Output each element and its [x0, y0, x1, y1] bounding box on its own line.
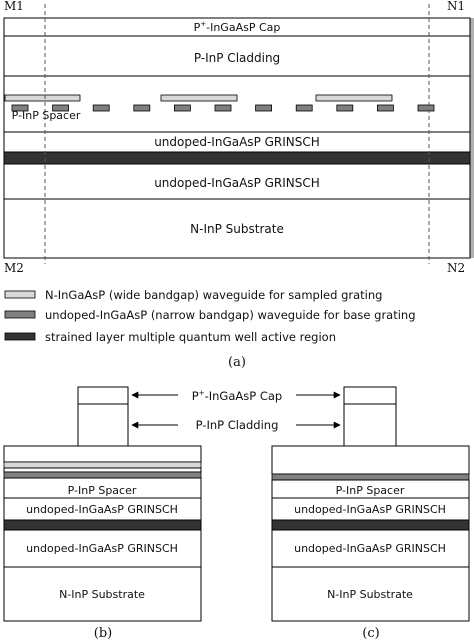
corner-label-n2: N2: [447, 261, 465, 275]
base-grating-tooth: [11, 104, 29, 112]
sampled-grating-segment: [4, 94, 81, 102]
base-grating-tooth: [417, 104, 435, 112]
base-grating-tooth: [173, 104, 191, 112]
legend-swatch-sampled-grating: [4, 290, 36, 299]
layer-label-substrate: N-InP Substrate: [190, 222, 284, 236]
layer-label-grinsch-upper: undoped-InGaAsP GRINSCH: [154, 135, 320, 149]
caption-c: (c): [362, 626, 379, 641]
layer-label-cap: P+-InGaAsP Cap: [194, 20, 281, 34]
panel-a: M1 N1 M2 N2 P+-InGaAsP Cap P-InP Claddin…: [3, 0, 474, 275]
layer-cladding: [3, 35, 471, 77]
layer-spacer: [3, 75, 471, 133]
c-ridge-cap: [343, 386, 397, 405]
layer-label-grinsch-lower: undoped-InGaAsP GRINSCH: [154, 176, 320, 190]
b-sampled-grating-layer: [3, 461, 202, 469]
b-ridge-cap: [77, 386, 129, 405]
caption-a: (a): [228, 355, 246, 370]
layer-label-spacer: P-InP Spacer: [12, 109, 81, 122]
legend: N-InGaAsP (wide bandgap) waveguide for s…: [4, 288, 416, 344]
c-active-region: [271, 519, 470, 531]
c-substrate: [271, 566, 470, 622]
b-upper-spacer: [3, 445, 202, 463]
c-label-grinsch-upper: undoped-InGaAsP GRINSCH: [294, 503, 446, 516]
annotation-cladding: P-InP Cladding: [196, 418, 279, 432]
layer-substrate: [3, 198, 471, 259]
sampled-grating: [4, 94, 393, 102]
b-spacer-thin: [3, 467, 202, 473]
caption-b: (b): [94, 626, 112, 641]
panel-c: P-InP Spacer undoped-InGaAsP GRINSCH und…: [271, 386, 470, 622]
b-grinsch-lower: [3, 529, 202, 568]
c-label-grinsch-lower: undoped-InGaAsP GRINSCH: [294, 542, 446, 555]
legend-label-base-grating: undoped-InGaAsP (narrow bandgap) wavegui…: [45, 308, 416, 322]
b-active-region: [3, 519, 202, 531]
c-label-spacer: P-InP Spacer: [336, 484, 405, 497]
c-upper-spacer: [271, 445, 470, 475]
corner-label-n1: N1: [447, 0, 465, 13]
legend-swatch-active-region: [4, 332, 36, 341]
c-grinsch-lower: [271, 529, 470, 568]
sampled-grating-segment: [315, 94, 393, 102]
base-grating-tooth: [295, 104, 313, 112]
b-ridge-cladding: [77, 403, 129, 447]
b-base-grating-layer: [3, 471, 202, 479]
corner-label-m1: M1: [4, 0, 24, 13]
b-label-grinsch-lower: undoped-InGaAsP GRINSCH: [26, 542, 178, 555]
annotation-cap: P+-InGaAsP Cap: [192, 389, 282, 403]
legend-swatch-base-grating: [4, 310, 36, 319]
base-grating-tooth: [92, 104, 110, 112]
base-grating-tooth: [52, 104, 69, 112]
base-grating-tooth: [133, 104, 151, 112]
b-label-spacer: P-InP Spacer: [68, 484, 137, 497]
c-ridge-cladding: [343, 403, 397, 447]
panel-b: P-InP Spacer undoped-InGaAsP GRINSCH und…: [3, 386, 202, 622]
panel-shadow: [469, 18, 474, 258]
base-grating-tooth: [255, 104, 273, 112]
b-label-substrate: N-InP Substrate: [59, 588, 145, 601]
b-substrate: [3, 566, 202, 622]
base-grating-tooth: [336, 104, 354, 112]
corner-label-m2: M2: [4, 261, 24, 275]
base-grating-tooth: [376, 104, 394, 112]
b-label-grinsch-upper: undoped-InGaAsP GRINSCH: [26, 503, 178, 516]
cross-section-annotations: P+-InGaAsP Cap P-InP Cladding: [131, 389, 341, 432]
layer-label-cladding: P-InP Cladding: [194, 51, 280, 65]
base-grating: [11, 104, 435, 112]
c-label-substrate: N-InP Substrate: [327, 588, 413, 601]
legend-label-active-region: strained layer multiple quantum well act…: [45, 330, 336, 344]
active-region: [3, 151, 471, 165]
c-base-grating-layer: [271, 473, 470, 481]
sampled-grating-segment: [160, 94, 238, 102]
legend-label-sampled-grating: N-InGaAsP (wide bandgap) waveguide for s…: [45, 288, 382, 302]
layer-grinsch-lower: [3, 163, 471, 200]
base-grating-tooth: [214, 104, 232, 112]
